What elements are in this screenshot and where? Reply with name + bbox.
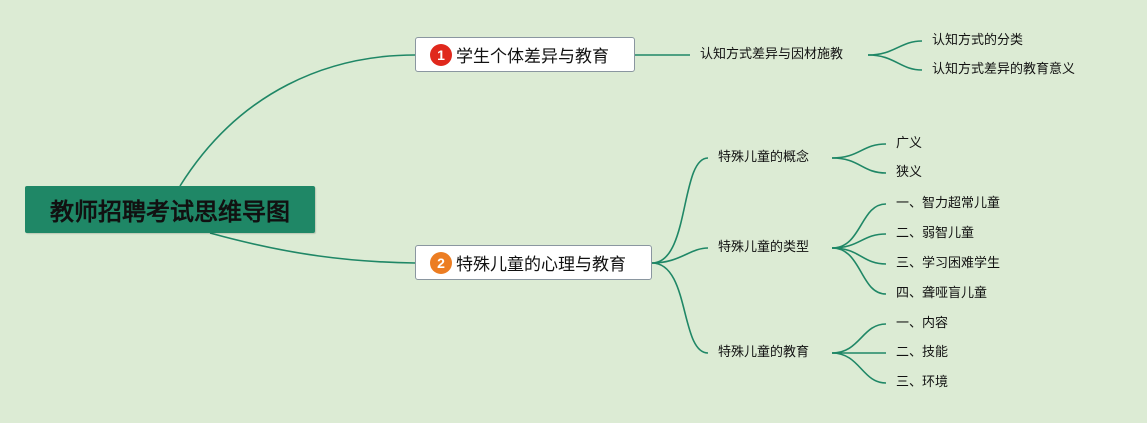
root-node[interactable]: 教师招聘考试思维导图: [25, 186, 315, 233]
topic-node-1[interactable]: 1 学生个体差异与教育: [415, 37, 635, 72]
link-topic2-sub3: [651, 262, 709, 354]
link-root-topic1: [179, 54, 416, 187]
link-root-topic2: [209, 232, 416, 264]
subtopic-2-2[interactable]: 特殊儿童的类型: [718, 240, 810, 255]
subtopic-2-3[interactable]: 特殊儿童的教育: [718, 345, 810, 360]
item-2-3-3[interactable]: 三、环境: [896, 375, 949, 390]
link-sub1-item1: [867, 40, 923, 56]
item-2-2-3[interactable]: 三、学习困难学生: [896, 256, 1001, 271]
item-2-2-2[interactable]: 二、弱智儿童: [896, 226, 975, 241]
topic-node-2[interactable]: 2 特殊儿童的心理与教育: [415, 245, 652, 280]
root-title: 教师招聘考试思维导图: [50, 198, 290, 226]
link-topic2-sub2: [651, 247, 709, 264]
item-2-1-1[interactable]: 广义: [896, 136, 923, 151]
link-s22-i4: [831, 247, 887, 295]
item-1-1-2[interactable]: 认知方式差异的教育意义: [932, 62, 1076, 77]
link-s21-i2: [831, 157, 887, 174]
topic-label-2: 特殊儿童的心理与教育: [456, 255, 626, 275]
subtopic-2-1[interactable]: 特殊儿童的概念: [718, 150, 810, 165]
number-badge-2: 2: [430, 251, 452, 274]
topic-label-1: 学生个体差异与教育: [456, 47, 609, 67]
item-2-3-2[interactable]: 二、技能: [896, 345, 949, 360]
link-topic2-sub1: [651, 157, 709, 264]
item-2-2-4[interactable]: 四、聋哑盲儿童: [896, 286, 988, 301]
link-s23-i3: [831, 352, 887, 384]
item-2-3-1[interactable]: 一、内容: [896, 316, 949, 331]
link-s22-i3: [831, 247, 887, 265]
link-s22-i1: [831, 203, 887, 249]
item-2-2-1[interactable]: 一、智力超常儿童: [896, 196, 1001, 211]
link-s23-i1: [831, 323, 887, 354]
item-2-1-2[interactable]: 狭义: [896, 165, 923, 180]
link-s21-i1: [831, 143, 887, 159]
number-badge-1: 1: [430, 43, 452, 66]
item-1-1-1[interactable]: 认知方式的分类: [932, 33, 1024, 48]
subtopic-1-1[interactable]: 认知方式差异与因材施教: [700, 47, 844, 62]
link-sub1-item2: [867, 54, 923, 71]
